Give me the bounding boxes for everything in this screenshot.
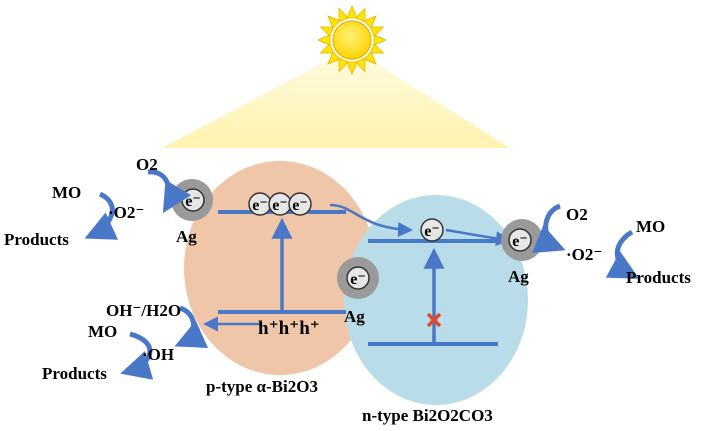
- sun-ray: [346, 4, 358, 19]
- electron: e⁻: [508, 228, 532, 252]
- right-mo-degradation-arrow: [605, 229, 640, 279]
- electron-transfer-arrow: [329, 203, 413, 238]
- electron: e⁻: [420, 218, 444, 242]
- right-o2-label: O2: [566, 205, 588, 224]
- n-type-label: n-type Bi2O2CO3: [362, 406, 493, 425]
- sun-ray: [319, 26, 335, 37]
- right-superoxide-label: ·O2⁻: [566, 245, 602, 264]
- sun-ray: [363, 15, 377, 29]
- sun-ray: [327, 15, 341, 29]
- electron: e⁻: [268, 192, 292, 216]
- red-x-icon: [426, 312, 442, 328]
- electron: e⁻: [181, 188, 205, 212]
- sun-ray: [369, 43, 385, 54]
- sun-ray: [355, 7, 366, 23]
- left-superoxide-label: ·O2⁻: [108, 203, 144, 222]
- sun-ray: [363, 51, 377, 65]
- p-type-label: p-type α-Bi2O3: [206, 377, 318, 396]
- left-o2-label: O2: [136, 155, 158, 174]
- sun-icon: [316, 4, 388, 76]
- left-mo-label: MO: [52, 183, 81, 202]
- svg-text:e⁻: e⁻: [350, 271, 366, 288]
- svg-text:e⁻: e⁻: [512, 233, 528, 250]
- bi2o3-particle: [184, 161, 376, 375]
- right-mo-label: MO: [636, 217, 665, 236]
- lower-mo-label: MO: [88, 322, 117, 341]
- sun-ray: [346, 61, 358, 76]
- center-ag-label: Ag: [344, 307, 365, 326]
- electron: e⁻: [346, 266, 370, 290]
- svg-text:e⁻: e⁻: [252, 197, 268, 214]
- electron: e⁻: [248, 192, 272, 216]
- lower-products-label: Products: [42, 364, 107, 383]
- sun-ray: [355, 57, 366, 73]
- svg-text:e⁻: e⁻: [292, 197, 308, 214]
- sun-ray: [319, 43, 335, 54]
- oh-oxidation-arrow: [174, 305, 209, 348]
- svg-text:e⁻: e⁻: [185, 193, 201, 210]
- right-products-label: Products: [626, 268, 691, 287]
- light-beam: [162, 48, 510, 148]
- sun-ray: [369, 26, 385, 37]
- left-o2-reduction-arrow: [147, 169, 192, 214]
- sun-ray: [327, 51, 341, 65]
- sun-ray: [338, 57, 349, 73]
- holes-label: h⁺h⁺h⁺: [258, 318, 320, 339]
- sun-ray: [338, 7, 349, 23]
- hydroxyl-label: ·OH: [142, 345, 174, 364]
- svg-text:e⁻: e⁻: [272, 197, 288, 214]
- oh-h2o-label: OH⁻/H2O: [106, 301, 181, 320]
- bi2o2co3-particle: [344, 195, 528, 405]
- sun-ray: [373, 34, 388, 46]
- lower-mo-degradation-arrow: [120, 331, 154, 380]
- svg-text:e⁻: e⁻: [424, 223, 440, 240]
- right-ag-label: Ag: [508, 267, 529, 286]
- left-ag-label: Ag: [176, 227, 197, 246]
- left-products-label: Products: [4, 230, 69, 249]
- left-mo-degradation-arrow: [84, 191, 119, 240]
- right-o2-reduction-arrow: [532, 203, 566, 253]
- sun-ray: [316, 34, 331, 46]
- electron: e⁻: [288, 192, 312, 216]
